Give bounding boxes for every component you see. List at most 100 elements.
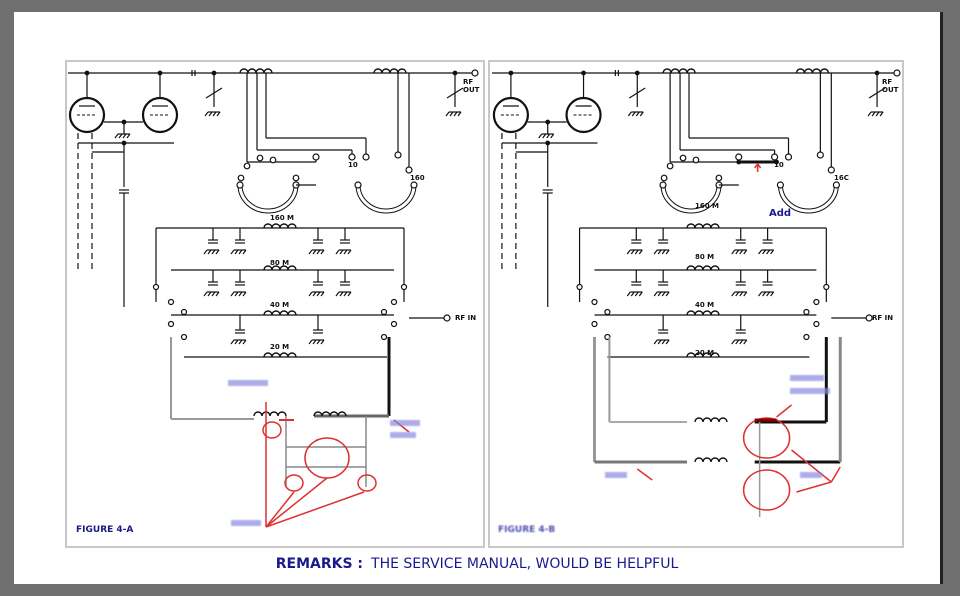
ground-icon [335,249,340,255]
vacuum-tube-icon [68,96,106,134]
ground-icon [875,111,880,117]
schematic-diagram [68,68,901,528]
ground-icon [743,291,748,297]
switch-contact [832,181,841,189]
annotation-arrow [796,481,832,493]
annotation-arrow [791,449,832,483]
ground-icon [653,339,658,345]
annotation-arrow [830,466,841,483]
annotation-circle [742,469,791,511]
annotation-arrow [265,491,295,528]
figure-4b-caption: FIGURE 4-B [498,525,556,535]
switch-contact [776,181,785,189]
ground-icon [216,111,221,117]
inductor-40m [263,310,297,316]
ground-icon [626,291,631,297]
annotation-circle [262,421,282,439]
ground-icon [204,111,209,117]
ground-icon [653,249,658,255]
ground-icon [234,291,239,297]
switch-contact [715,174,723,182]
switch-contact [823,283,830,291]
ground-icon [215,249,220,255]
variable-capacitor-arrow [628,87,646,99]
ground-icon [657,339,662,345]
ground-icon [762,249,767,255]
ground-icon [630,291,635,297]
switch-contact [803,308,810,316]
ground-icon [634,291,639,297]
ground-icon [550,133,555,139]
band-switch-rotor [661,184,721,213]
switch-contact [679,154,687,162]
rf-out-label: RF OUT [463,78,479,94]
ground-icon [627,111,632,117]
illegible-annotation-note [800,472,822,478]
switch-contact [243,162,251,170]
ground-icon [215,291,220,297]
inductor-80m [686,265,720,271]
annotation-circle [304,437,350,479]
ground-icon [207,249,212,255]
band-80m-label: 80 M [270,259,290,267]
ground-icon [665,291,670,297]
ground-icon [735,249,740,255]
tank-coil [662,68,696,74]
switch-contact [237,174,245,182]
ground-icon [320,291,325,297]
switch-contact [735,153,743,161]
ground-icon [230,249,235,255]
junction-dot [736,159,742,165]
illegible-annotation-note [231,520,261,526]
switch-contact [813,320,820,328]
annotation-circle [742,417,791,459]
ground-icon [766,249,771,255]
ground-icon [203,249,208,255]
variable-capacitor-arrow [446,87,464,99]
ground-icon [731,249,736,255]
ground-icon [546,133,551,139]
switch-contact [167,298,175,306]
switch-160-label-b: 16C [834,174,849,182]
switch-contact [312,153,320,161]
switch-contact [659,181,667,189]
illegible-annotation-note [605,472,627,478]
switch-contact [236,181,244,189]
band-40m-label-b: 40 M [695,301,715,309]
ground-icon [758,249,763,255]
ground-icon [638,249,643,255]
rf-in-terminal [865,314,873,322]
ground-icon [743,339,748,345]
ground-icon [626,249,631,255]
ground-icon [661,249,666,255]
switch-contact [292,174,300,182]
ground-icon [445,111,450,117]
ground-icon [449,111,454,117]
switch-contact [576,283,583,291]
ground-icon [739,339,744,345]
ground-icon [316,291,321,297]
ground-icon [665,249,670,255]
ground-icon [211,249,216,255]
ground-icon [638,291,643,297]
switch-contact [405,166,413,174]
rf-out-text: RF OUT [463,78,480,94]
inductor-blurred [694,417,728,423]
switch-contact [348,153,356,161]
band-20m-label: 20 M [270,343,290,351]
ground-icon [766,291,771,297]
ground-icon [731,291,736,297]
ground-icon [339,249,344,255]
illegible-annotation-note [790,375,824,381]
vacuum-tube-icon [141,96,179,134]
inductor-40m [686,310,720,316]
ground-icon [743,249,748,255]
ground-icon [770,291,775,297]
annotation-arrow [776,404,792,418]
rf-in-label: RF IN [455,314,477,322]
switch-contact [803,333,810,341]
ground-icon [312,249,317,255]
inductor-blurred [694,457,728,463]
ground-icon [308,291,313,297]
switch-contact [813,298,820,306]
